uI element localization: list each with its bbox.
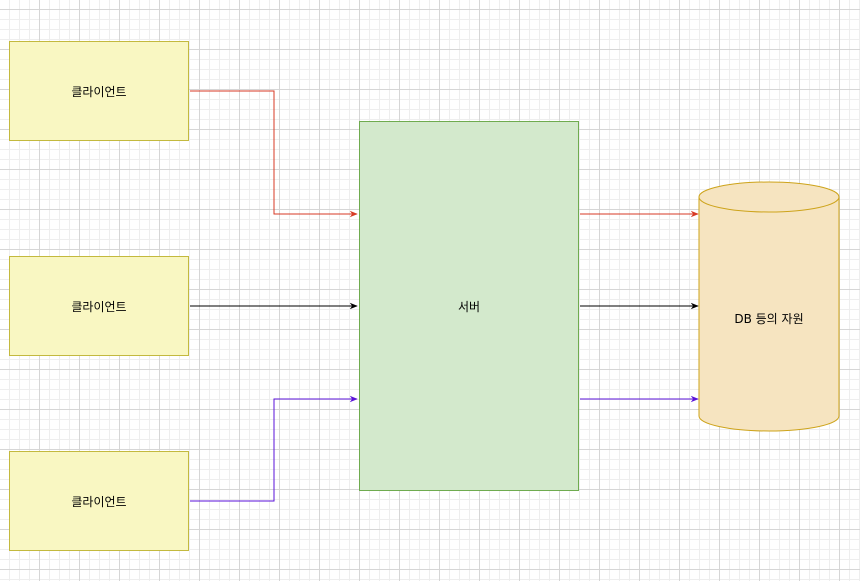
client-node-1-label: 클라이언트 xyxy=(71,84,127,99)
database-label: DB 등의 자원 xyxy=(734,311,804,326)
server-node-label: 서버 xyxy=(457,299,481,314)
edge-client1-to-server[interactable] xyxy=(190,90,358,218)
database-cylinder-top xyxy=(698,181,840,213)
server-node[interactable]: 서버 xyxy=(359,121,579,491)
database-cylinder[interactable] xyxy=(698,181,840,432)
client-node-1[interactable]: 클라이언트 xyxy=(9,41,189,141)
client-node-2[interactable]: 클라이언트 xyxy=(9,256,189,356)
edge-client3-to-server[interactable] xyxy=(190,395,358,502)
client-node-3[interactable]: 클라이언트 xyxy=(9,451,189,551)
client-node-3-label: 클라이언트 xyxy=(71,494,127,509)
client-node-2-label: 클라이언트 xyxy=(71,299,127,314)
database-cylinder-body xyxy=(698,197,840,432)
